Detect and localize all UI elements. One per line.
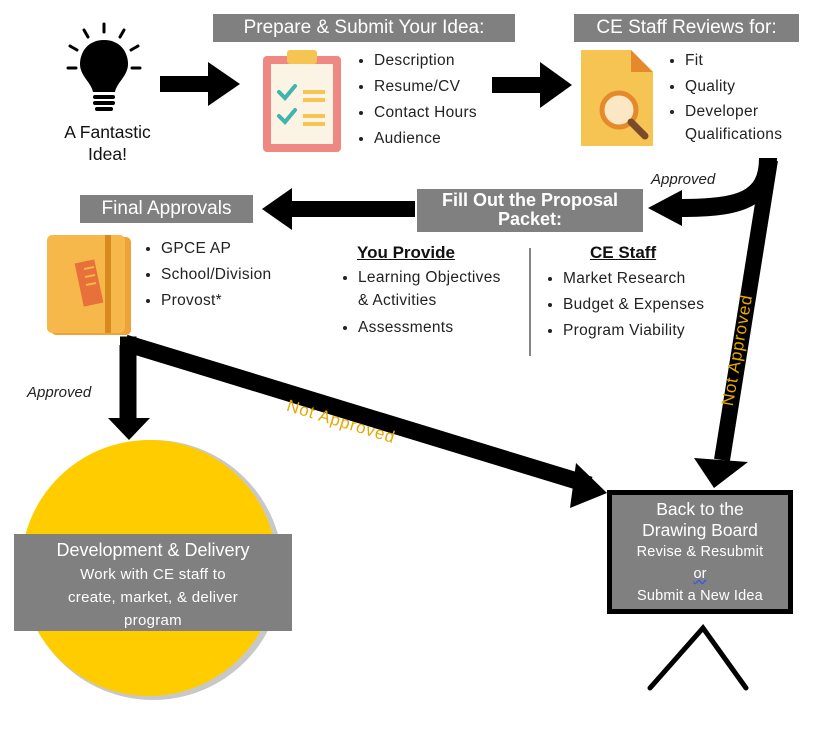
proposal-header-line1: Fill Out the Proposal bbox=[441, 190, 618, 210]
clipboard-checklist-icon bbox=[263, 50, 341, 152]
prepare-item-contact-hours: Contact Hours bbox=[374, 100, 477, 126]
arrow-idea-to-prepare bbox=[160, 62, 240, 106]
development-box: Development & Delivery Work with CE staf… bbox=[14, 534, 292, 631]
review-item-qualifications: Qualifications bbox=[685, 126, 783, 143]
lightbulb-icon bbox=[66, 22, 142, 111]
arrow-final-to-development bbox=[108, 336, 150, 440]
development-line3: program bbox=[124, 612, 182, 629]
development-title: Development & Delivery bbox=[56, 540, 250, 560]
you-provide-item-line2: & Activities bbox=[358, 292, 437, 309]
ce-staff-item-viability: Program Viability bbox=[563, 318, 704, 344]
easel-legs bbox=[647, 623, 749, 691]
review-header: CE Staff Reviews for: bbox=[574, 14, 799, 42]
final-item-provost: Provost* bbox=[161, 288, 271, 314]
you-provide-heading: You Provide bbox=[357, 243, 455, 262]
arrow-prepare-to-review bbox=[492, 62, 572, 108]
ce-staff-heading: CE Staff bbox=[590, 243, 657, 262]
notebook-icon bbox=[47, 235, 131, 335]
prepare-item-resume: Resume/CV bbox=[374, 74, 477, 100]
ce-staff-item-market-research: Market Research bbox=[563, 266, 704, 292]
arrow-final-to-drawing-board bbox=[122, 334, 607, 508]
approved-label-left: Approved bbox=[27, 384, 92, 401]
you-provide-item-line1: Learning Objectives bbox=[358, 269, 501, 286]
review-item-fit: Fit bbox=[685, 48, 782, 74]
prepare-header: Prepare & Submit Your Idea: bbox=[213, 14, 515, 42]
idea-label: A Fantastic Idea! bbox=[40, 121, 175, 165]
you-provide-item-assessments: Assessments bbox=[358, 315, 501, 341]
prepare-item-audience: Audience bbox=[374, 126, 477, 152]
review-item-developer: Developer bbox=[685, 103, 759, 120]
final-approvals-list: GPCE AP School/Division Provost* bbox=[139, 236, 271, 314]
final-item-school-division: School/Division bbox=[161, 262, 271, 288]
drawing-board-frame: Back to the Drawing Board Revise & Resub… bbox=[607, 490, 793, 614]
proposal-header: Fill Out the Proposal Packet: bbox=[417, 189, 643, 232]
idea-label-line2: Idea! bbox=[88, 144, 127, 164]
drawing-board-panel: Back to the Drawing Board Revise & Resub… bbox=[612, 495, 788, 609]
drawing-board-title-line1: Back to the bbox=[656, 499, 744, 519]
drawing-board-line1: Revise & Resubmit bbox=[636, 544, 764, 560]
prepare-list: Description Resume/CV Contact Hours Audi… bbox=[352, 48, 477, 152]
arrow-review-to-drawing-board bbox=[694, 158, 778, 488]
drawing-board-line2: or bbox=[693, 566, 707, 582]
idea-label-line1: A Fantastic bbox=[64, 122, 151, 142]
final-item-gpce-ap: GPCE AP bbox=[161, 236, 271, 262]
arrow-review-to-proposal bbox=[648, 157, 777, 226]
drawing-board-line3: Submit a New Idea bbox=[637, 588, 763, 604]
prepare-item-description: Description bbox=[374, 48, 477, 74]
document-search-icon bbox=[581, 50, 653, 146]
proposal-header-line2: Packet: bbox=[497, 209, 563, 229]
you-provide-item-learning-objectives: Learning Objectives & Activities bbox=[358, 266, 501, 312]
development-line2: create, market, & deliver bbox=[67, 589, 239, 606]
approved-label-right: Approved bbox=[651, 171, 716, 188]
development-line1: Work with CE staff to bbox=[80, 566, 226, 583]
drawing-board-title-line2: Drawing Board bbox=[642, 520, 758, 540]
review-item-quality: Quality bbox=[685, 74, 782, 100]
arrow-proposal-to-final bbox=[262, 188, 415, 230]
final-approvals-header: Final Approvals bbox=[80, 195, 253, 223]
ce-staff-list: Market Research Budget & Expenses Progra… bbox=[541, 266, 704, 344]
you-provide-list: Learning Objectives & Activities Assessme… bbox=[336, 266, 501, 341]
ce-staff-item-budget: Budget & Expenses bbox=[563, 292, 704, 318]
